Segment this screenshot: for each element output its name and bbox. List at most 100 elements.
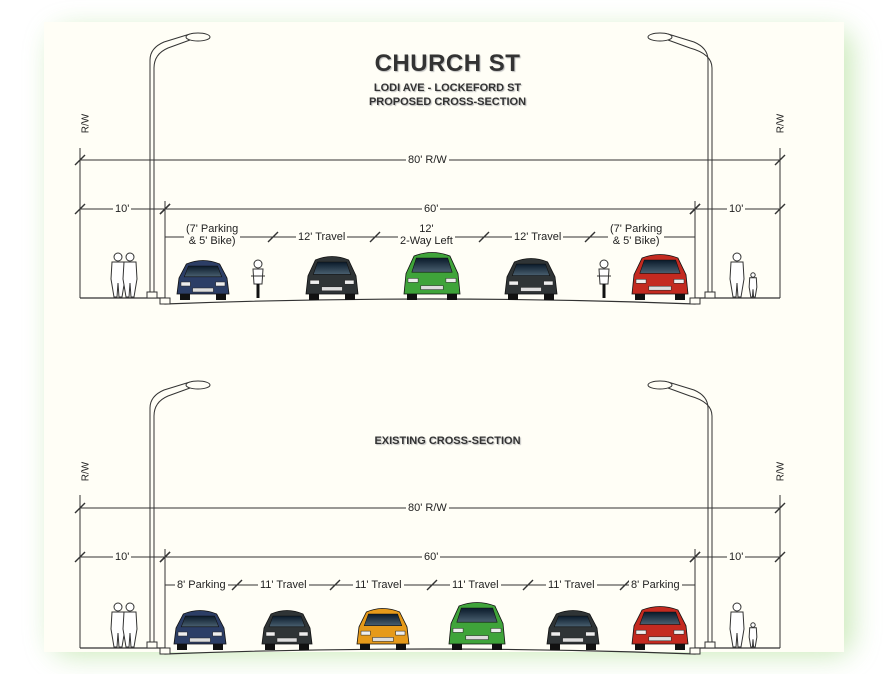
car-tire: [447, 294, 457, 300]
car: [631, 254, 689, 300]
car: [504, 258, 558, 300]
dimension-tick: [426, 579, 438, 591]
person-head: [732, 252, 742, 262]
car-tire: [675, 644, 685, 650]
dimension-tick: [619, 579, 631, 591]
proposed-lane-label: 12' Travel: [512, 231, 564, 243]
car-windshield: [180, 615, 220, 628]
car-windshield: [268, 615, 306, 628]
dimension-tick: [584, 231, 596, 243]
proposed-curb-width-label: 60': [422, 203, 441, 215]
ground-profile: [80, 647, 780, 655]
dimension-tick: [774, 154, 786, 166]
car-light: [180, 281, 191, 287]
existing-sidewalk-right-label: 10': [727, 551, 746, 563]
car-tire: [213, 644, 223, 650]
car-tire: [544, 294, 554, 300]
car-light: [360, 630, 371, 636]
existing-lane-label: 11' Travel: [546, 579, 597, 591]
existing-lane-label: 8' Parking: [629, 579, 682, 591]
car-plate: [189, 637, 211, 643]
car-light: [543, 280, 554, 286]
car-light: [490, 628, 502, 633]
proposed-rw-right-label: R/W: [775, 113, 787, 134]
car-light: [673, 629, 685, 635]
pole-base: [146, 291, 158, 299]
pedestrian-left: [122, 252, 138, 298]
existing-lane-label: 11' Travel: [258, 579, 309, 591]
car-plate: [465, 635, 489, 640]
light-arm: [667, 387, 713, 417]
ground-profile: [80, 297, 780, 305]
street-light-left: [146, 32, 211, 299]
pedestrian-left: [122, 602, 138, 648]
dimension-tick: [478, 231, 490, 243]
lamp-head: [185, 380, 211, 390]
car-tire: [345, 294, 355, 300]
light-arm: [149, 33, 191, 61]
dimension-tick: [74, 502, 86, 514]
car-windshield: [363, 613, 403, 626]
pedestrian-left: [110, 602, 126, 648]
car-light: [215, 281, 226, 287]
pedestrian-right: [729, 602, 745, 648]
person-body: [748, 277, 758, 298]
car-light: [298, 631, 309, 637]
car-light: [265, 631, 276, 637]
existing-section-title: EXISTING CROSS-SECTION: [374, 435, 521, 447]
curb-left: [159, 647, 171, 655]
dimension-tick: [329, 579, 341, 591]
car: [403, 252, 461, 300]
car-tire: [396, 644, 406, 650]
dimension-tick: [522, 579, 534, 591]
person-head: [113, 602, 123, 612]
car-tire: [586, 644, 596, 650]
cyclist: [597, 259, 611, 298]
car-plate: [321, 286, 343, 292]
existing-sidewalk-left-label: 10': [113, 551, 132, 563]
car-tire: [265, 644, 275, 650]
car-plate: [192, 287, 214, 293]
person-head: [750, 622, 756, 628]
car: [173, 610, 227, 650]
person-head: [125, 602, 135, 612]
existing-lane-label: 11' Travel: [353, 579, 404, 591]
light-arm: [149, 381, 191, 409]
existing-lane-label: 8' Parking: [175, 579, 228, 591]
car-tire: [177, 644, 187, 650]
dimension-tick: [774, 203, 786, 215]
proposed-sidewalk-right-label: 10': [727, 203, 746, 215]
car-windshield: [183, 265, 223, 278]
car-windshield: [639, 259, 681, 274]
existing-curb-width-label: 60': [422, 551, 441, 563]
car-light: [177, 631, 188, 637]
proposed-cross-section: [74, 32, 786, 305]
car-windshield: [553, 615, 593, 628]
car-tire: [216, 294, 226, 300]
car-light: [395, 630, 406, 636]
person-head: [113, 252, 123, 262]
car: [631, 606, 689, 650]
curb-right: [689, 647, 701, 655]
car-tire: [675, 294, 685, 300]
car-light: [673, 279, 685, 284]
pole-base: [704, 641, 716, 649]
existing-total-width-label: 80' R/W: [406, 502, 449, 514]
car: [261, 610, 313, 650]
person-head: [750, 272, 756, 278]
person-body: [729, 261, 745, 298]
car-tire: [407, 294, 417, 300]
cyclist-head: [599, 259, 609, 269]
car-windshield: [411, 257, 453, 273]
lamp-head: [647, 380, 673, 390]
segment-subtitle: LODI AVE - LOCKEFORD ST: [373, 82, 522, 94]
car-light: [445, 278, 457, 283]
pole-base: [704, 291, 716, 299]
car-light: [508, 280, 519, 286]
car-tire: [452, 644, 462, 650]
paper-background: [44, 22, 844, 652]
proposed-lane-label: (7' Parking & 5' Bike): [608, 223, 665, 247]
car: [176, 260, 230, 300]
